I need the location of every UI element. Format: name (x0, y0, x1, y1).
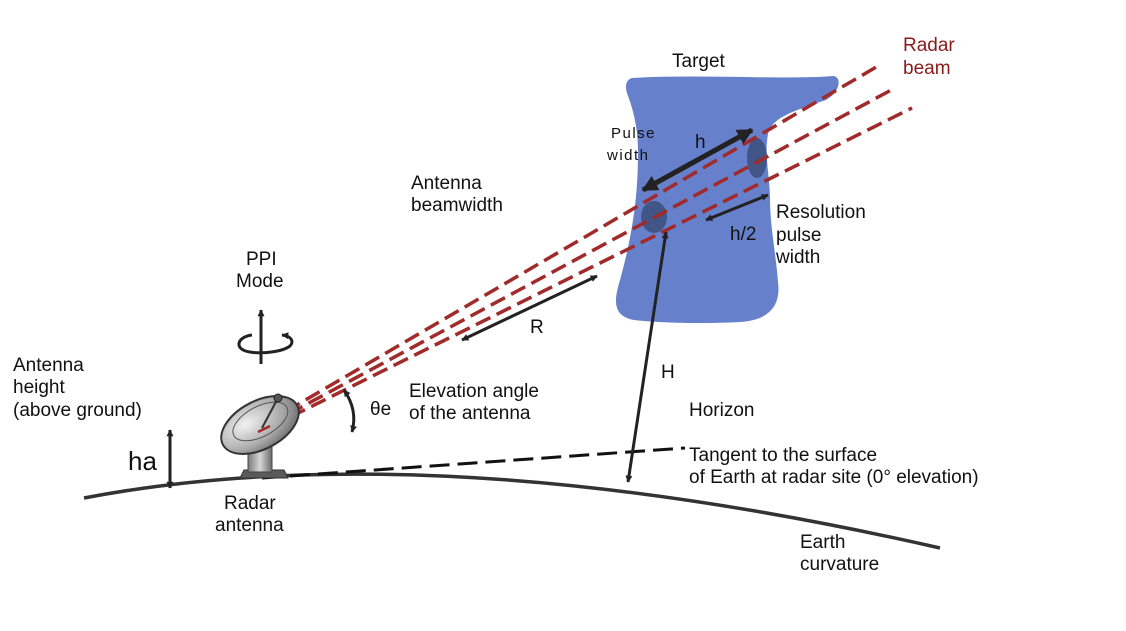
target-label: Target (672, 51, 726, 72)
radar-beam-label: Radar beam (903, 35, 960, 79)
ha-label: ha (128, 446, 157, 476)
pulse-width-label: Pulse width (606, 125, 662, 164)
elevation-arc-arrow (342, 389, 358, 433)
earth-curvature-label: Earth curvature (800, 532, 879, 575)
horizon-label: Horizon (689, 400, 754, 421)
tangent-label: Tangent to the surface of Earth at radar… (689, 445, 979, 488)
elevation-symbol-label: θe (370, 399, 391, 420)
h-label: h (695, 132, 706, 153)
resolution-pulse-width-label: Resolution pulse width (775, 202, 871, 268)
rotation-arrow-icon (237, 309, 294, 364)
radar-beam (265, 64, 913, 429)
radar-dish-icon (220, 393, 300, 479)
elevation-angle-label: Elevation angle of the antenna (409, 381, 544, 424)
beam-line-lower (269, 106, 913, 429)
pulse-width-arrow (641, 127, 754, 193)
range-arrow (461, 274, 598, 342)
range-label: R (530, 317, 544, 338)
radar-antenna-label: Radar antenna (215, 493, 284, 536)
tangent-line (261, 446, 686, 480)
earth-curvature-line (83, 472, 941, 550)
ppi-mode-label: PPI Mode (236, 249, 284, 292)
antenna-height-label: Antenna height (above ground) (13, 355, 142, 421)
height-arrow (625, 231, 669, 483)
beam-line-middle (267, 86, 896, 427)
beam-line-upper (265, 64, 879, 425)
height-label: H (661, 362, 675, 383)
h-half-label: h/2 (730, 224, 756, 245)
antenna-beamwidth-label: Antenna beamwidth (411, 173, 503, 216)
half-pulse-arrow (705, 193, 769, 222)
